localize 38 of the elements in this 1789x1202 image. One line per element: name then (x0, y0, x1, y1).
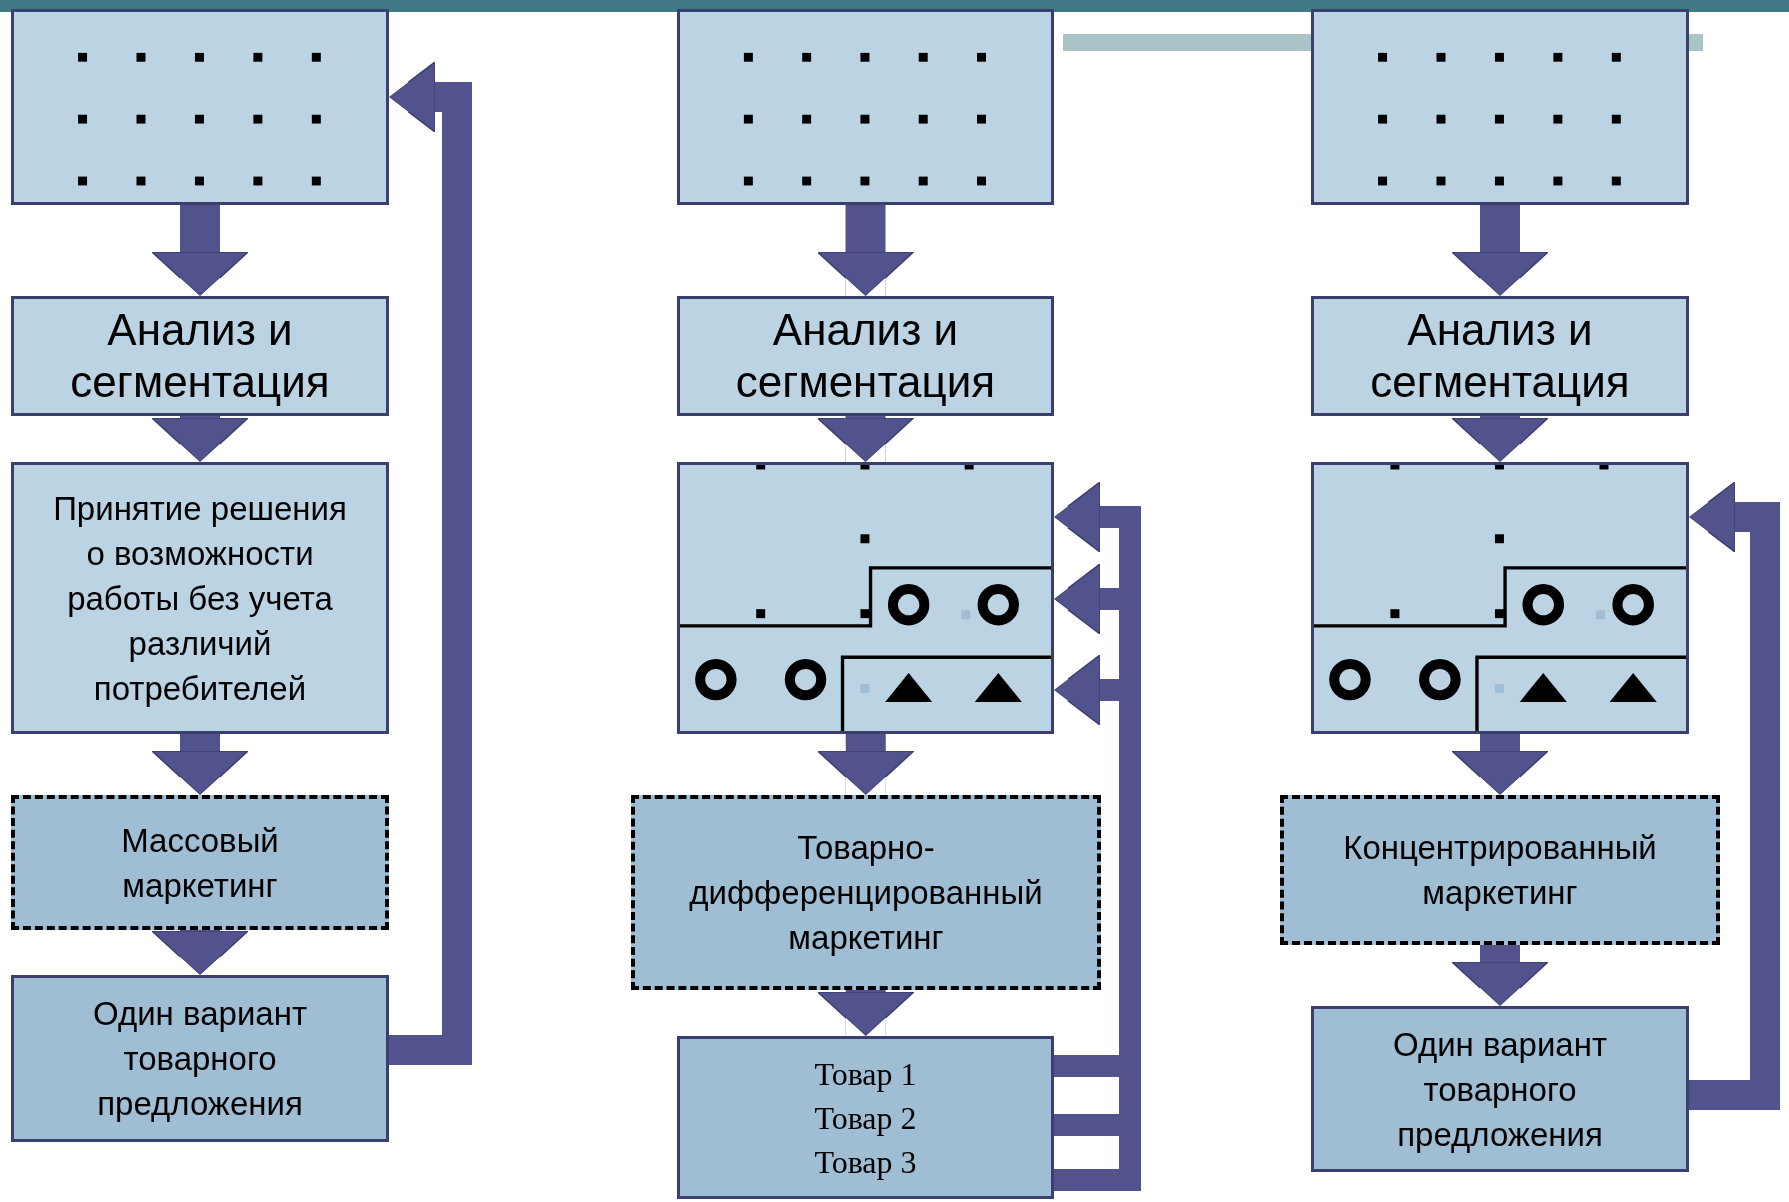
block-arrow (1451, 945, 1549, 1007)
box-text: Товар 3 (814, 1142, 917, 1182)
block-arrow (1451, 734, 1549, 796)
box-text: Товар 2 (814, 1098, 917, 1138)
block-arrow (816, 205, 915, 297)
process-box (11, 462, 389, 734)
block-arrow (816, 416, 915, 463)
feedback-arrow (1053, 481, 1141, 1077)
block-arrow (151, 930, 249, 976)
process-box (631, 795, 1101, 990)
box-text: Анализ и сегментация (734, 304, 997, 408)
box-text: Один вариант товарного предложения (92, 994, 308, 1124)
process-box (1311, 296, 1689, 416)
box-text: Товарно-дифференцированный маркетинг (688, 828, 1044, 958)
box-text: Анализ и сегментация (1369, 304, 1631, 408)
process-box (11, 296, 389, 416)
block-arrow (151, 734, 249, 796)
block-arrow (1451, 205, 1549, 297)
box-text: Один вариант товарного предложения (1392, 1024, 1608, 1155)
process-box (677, 1036, 1054, 1199)
process-box (1311, 1006, 1689, 1172)
block-arrow (151, 205, 249, 297)
box-text: Товар 1 (814, 1054, 917, 1094)
block-arrow (817, 734, 915, 796)
process-box (677, 296, 1054, 416)
feedback-arrow (1688, 481, 1780, 1110)
process-box (1280, 795, 1720, 945)
box-text: Массовый маркетинг (120, 820, 280, 906)
process-box (11, 795, 389, 930)
box-text: Концентрированный маркетинг (1342, 828, 1658, 913)
feedback-arrow (388, 61, 472, 1065)
block-arrow (1451, 416, 1549, 463)
block-arrow (151, 416, 249, 463)
box-text: Принятие решения о возможности работы без учета различий потребителей (52, 488, 348, 709)
block-arrow (817, 990, 915, 1037)
box-text: Анализ и сегментация (69, 304, 331, 408)
feedback-arrow (1053, 654, 1141, 1191)
process-box (11, 975, 389, 1142)
